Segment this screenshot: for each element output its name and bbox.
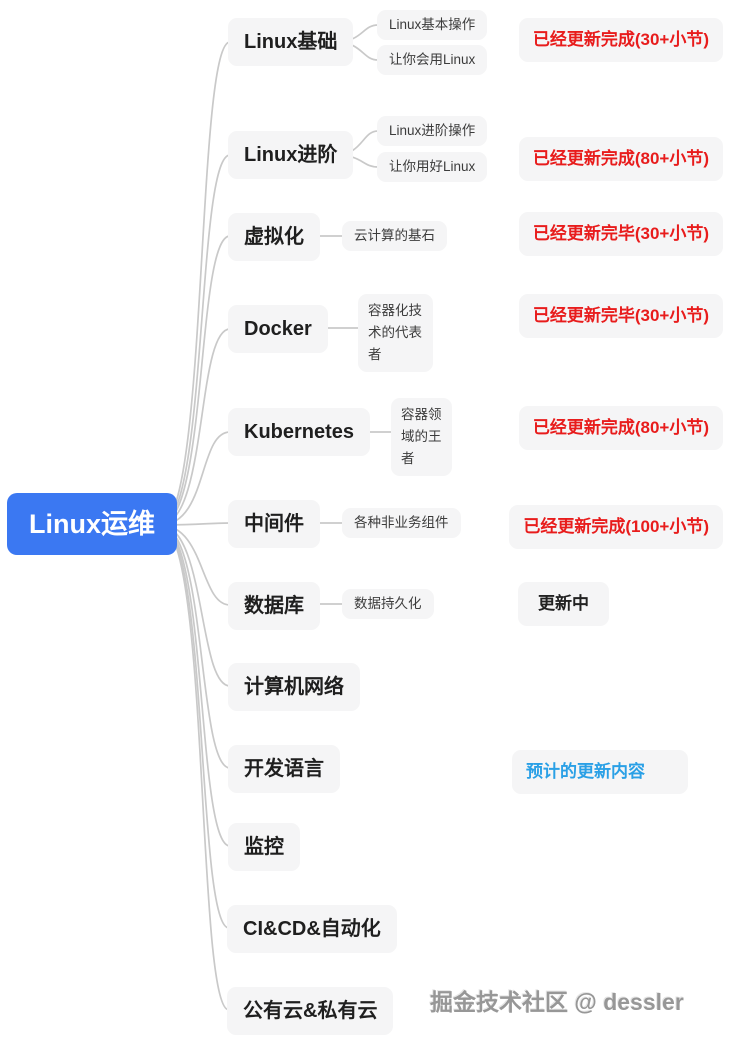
sub-node-container-tech[interactable]: 容器化技术的代表者 bbox=[358, 294, 433, 372]
status-node-middleware[interactable]: 已经更新完成(100+小节) bbox=[509, 505, 723, 549]
status-node-planned-updates[interactable]: 预计的更新内容 bbox=[512, 750, 688, 794]
topic-node-public-private-cloud[interactable]: 公有云&私有云 bbox=[227, 987, 394, 1035]
topic-node-cicd-automation[interactable]: CI&CD&自动化 bbox=[227, 905, 397, 953]
status-node-linux-advanced[interactable]: 已经更新完成(80+小节) bbox=[518, 137, 723, 181]
topic-node-docker[interactable]: Docker bbox=[228, 305, 328, 353]
status-node-database[interactable]: 更新中 bbox=[518, 582, 609, 626]
sub-node-cloud-cornerstone[interactable]: 云计算的基石 bbox=[342, 221, 447, 251]
sub-node-use-linux-well[interactable]: 让你用好Linux bbox=[377, 152, 488, 182]
root-node-linux-ops[interactable]: Linux运维 bbox=[7, 493, 177, 555]
topic-node-computer-network[interactable]: 计算机网络 bbox=[228, 663, 360, 711]
topic-node-middleware[interactable]: 中间件 bbox=[228, 500, 320, 548]
edge-root-virtualization bbox=[159, 235, 231, 526]
sub-node-linux-adv-ops[interactable]: Linux进阶操作 bbox=[377, 116, 488, 146]
sub-node-linux-basic-ops[interactable]: Linux基本操作 bbox=[377, 10, 488, 40]
sub-node-data-persistence[interactable]: 数据持久化 bbox=[342, 589, 434, 619]
topic-node-database[interactable]: 数据库 bbox=[228, 582, 320, 630]
status-node-kubernetes[interactable]: 已经更新完成(80+小节) bbox=[518, 406, 723, 450]
edge-root-linux-adv bbox=[159, 154, 231, 526]
topic-node-dev-language[interactable]: 开发语言 bbox=[228, 745, 340, 793]
edge-root-cloud bbox=[159, 524, 230, 1011]
sub-node-container-king[interactable]: 容器领域的王者 bbox=[391, 398, 452, 476]
status-node-linux-basics[interactable]: 已经更新完成(30+小节) bbox=[518, 18, 723, 62]
topic-node-linux-advanced[interactable]: Linux进阶 bbox=[228, 131, 354, 179]
watermark-text: 掘金技术社区 @ dessler bbox=[430, 989, 684, 1015]
edge-root-devlang bbox=[159, 524, 231, 769]
topic-node-kubernetes[interactable]: Kubernetes bbox=[228, 408, 371, 456]
sub-node-use-linux[interactable]: 让你会用Linux bbox=[377, 45, 488, 75]
edge-root-linux-basics bbox=[159, 41, 231, 526]
edge-root-cicd bbox=[159, 524, 230, 929]
topic-node-virtualization[interactable]: 虚拟化 bbox=[228, 213, 320, 261]
status-node-virtualization[interactable]: 已经更新完毕(30+小节) bbox=[518, 212, 723, 256]
sub-node-non-business-components[interactable]: 各种非业务组件 bbox=[342, 508, 461, 538]
status-node-docker[interactable]: 已经更新完毕(30+小节) bbox=[518, 294, 723, 338]
topic-node-monitoring[interactable]: 监控 bbox=[228, 823, 300, 871]
topic-node-linux-basics[interactable]: Linux基础 bbox=[228, 18, 354, 66]
